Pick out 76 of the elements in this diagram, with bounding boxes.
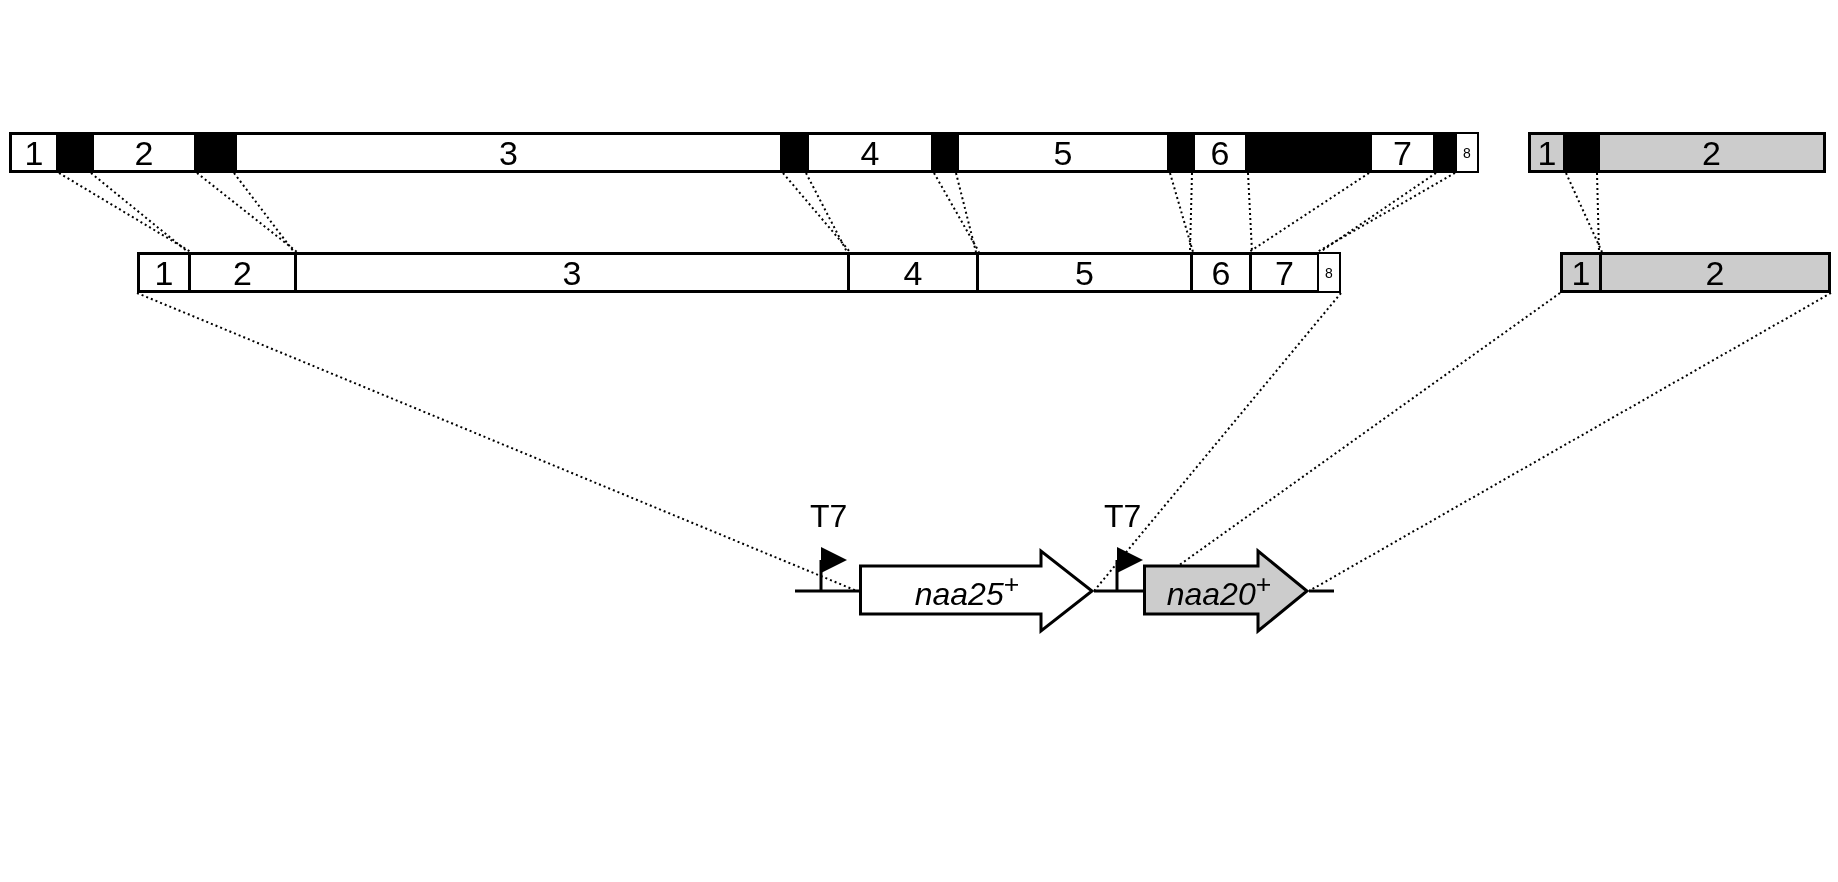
exon-box	[1192, 132, 1248, 173]
exon-box	[294, 252, 850, 293]
promoter-label: T7	[810, 498, 848, 535]
dotted-connector	[1596, 172, 1600, 253]
dotted-connector	[955, 172, 977, 253]
dotted-connector	[1177, 292, 1561, 567]
dotted-connector	[136, 292, 858, 592]
exon-box	[956, 132, 1170, 173]
exon-box	[137, 252, 191, 293]
exon-number: 2	[1702, 135, 1721, 170]
exon-number: 3	[499, 135, 518, 170]
intron-block	[59, 132, 91, 173]
exon-box	[806, 132, 934, 173]
dotted-connector	[1565, 172, 1603, 253]
exon-number: 6	[1210, 135, 1230, 170]
exon-number: 8	[1325, 265, 1333, 280]
exon-number: 6	[1211, 255, 1231, 290]
plasmid-backbone	[1094, 589, 1143, 593]
dotted-connector	[1247, 172, 1253, 253]
dotted-connector	[1319, 172, 1437, 253]
exon-number: 2	[233, 255, 252, 290]
exon-box	[847, 252, 979, 293]
exon-number: 7	[1275, 255, 1294, 290]
exon-number: 4	[903, 255, 923, 290]
dotted-connector	[1093, 292, 1342, 592]
intron-block	[783, 132, 806, 173]
intron-block	[1566, 132, 1597, 173]
exon-box	[91, 132, 197, 173]
dotted-connector	[1189, 172, 1193, 253]
exon-box	[188, 252, 297, 293]
dotted-connector	[1169, 172, 1194, 253]
exon-number: 2	[1705, 255, 1725, 290]
gene-name: naa25$^{+}$	[914, 569, 1020, 613]
dotted-connector	[1316, 172, 1456, 253]
exon-box	[234, 132, 783, 173]
exon-number: 4	[860, 135, 880, 170]
exon-number: 5	[1075, 255, 1094, 290]
intron-block	[1248, 132, 1369, 173]
gene-arrow	[859, 549, 1094, 633]
gene-arrow	[1143, 549, 1309, 633]
exon-number: 1	[1537, 135, 1557, 170]
plasmid-backbone	[795, 589, 859, 593]
exon-box	[1190, 252, 1252, 293]
exon-box	[1455, 132, 1479, 173]
exon-box	[9, 132, 59, 173]
exon-box	[1528, 132, 1566, 173]
dotted-connector	[1248, 172, 1370, 253]
dotted-connector	[933, 172, 980, 253]
dotted-connector	[233, 172, 295, 253]
intron-block	[1170, 132, 1192, 173]
intron-block	[934, 132, 956, 173]
exon-number: 3	[562, 255, 582, 290]
dotted-connector	[58, 172, 192, 253]
exon-number: 1	[1571, 255, 1591, 290]
exon-box	[1560, 252, 1602, 293]
plasmid-backbone	[1309, 589, 1334, 593]
exon-box	[976, 252, 1193, 293]
dotted-connector	[90, 172, 189, 253]
exon-number: 2	[134, 135, 154, 170]
exon-number: 1	[24, 135, 44, 170]
exon-number: 5	[1053, 135, 1073, 170]
promoter-label: T7	[1104, 498, 1142, 535]
gene-name: naa20$^{+}$	[1166, 569, 1272, 613]
exon-box	[1317, 252, 1341, 293]
dotted-connector	[805, 172, 848, 253]
exon-number: 1	[154, 255, 174, 290]
exon-box	[1597, 132, 1826, 173]
exon-number: 7	[1393, 135, 1412, 170]
dotted-connector	[782, 172, 851, 253]
dotted-connector	[196, 172, 298, 253]
intron-block	[1436, 132, 1455, 173]
exon-box	[1599, 252, 1831, 293]
exon-box	[1249, 252, 1320, 293]
intron-block	[197, 132, 234, 173]
exon-number: 8	[1463, 145, 1471, 160]
exon-box	[1369, 132, 1436, 173]
